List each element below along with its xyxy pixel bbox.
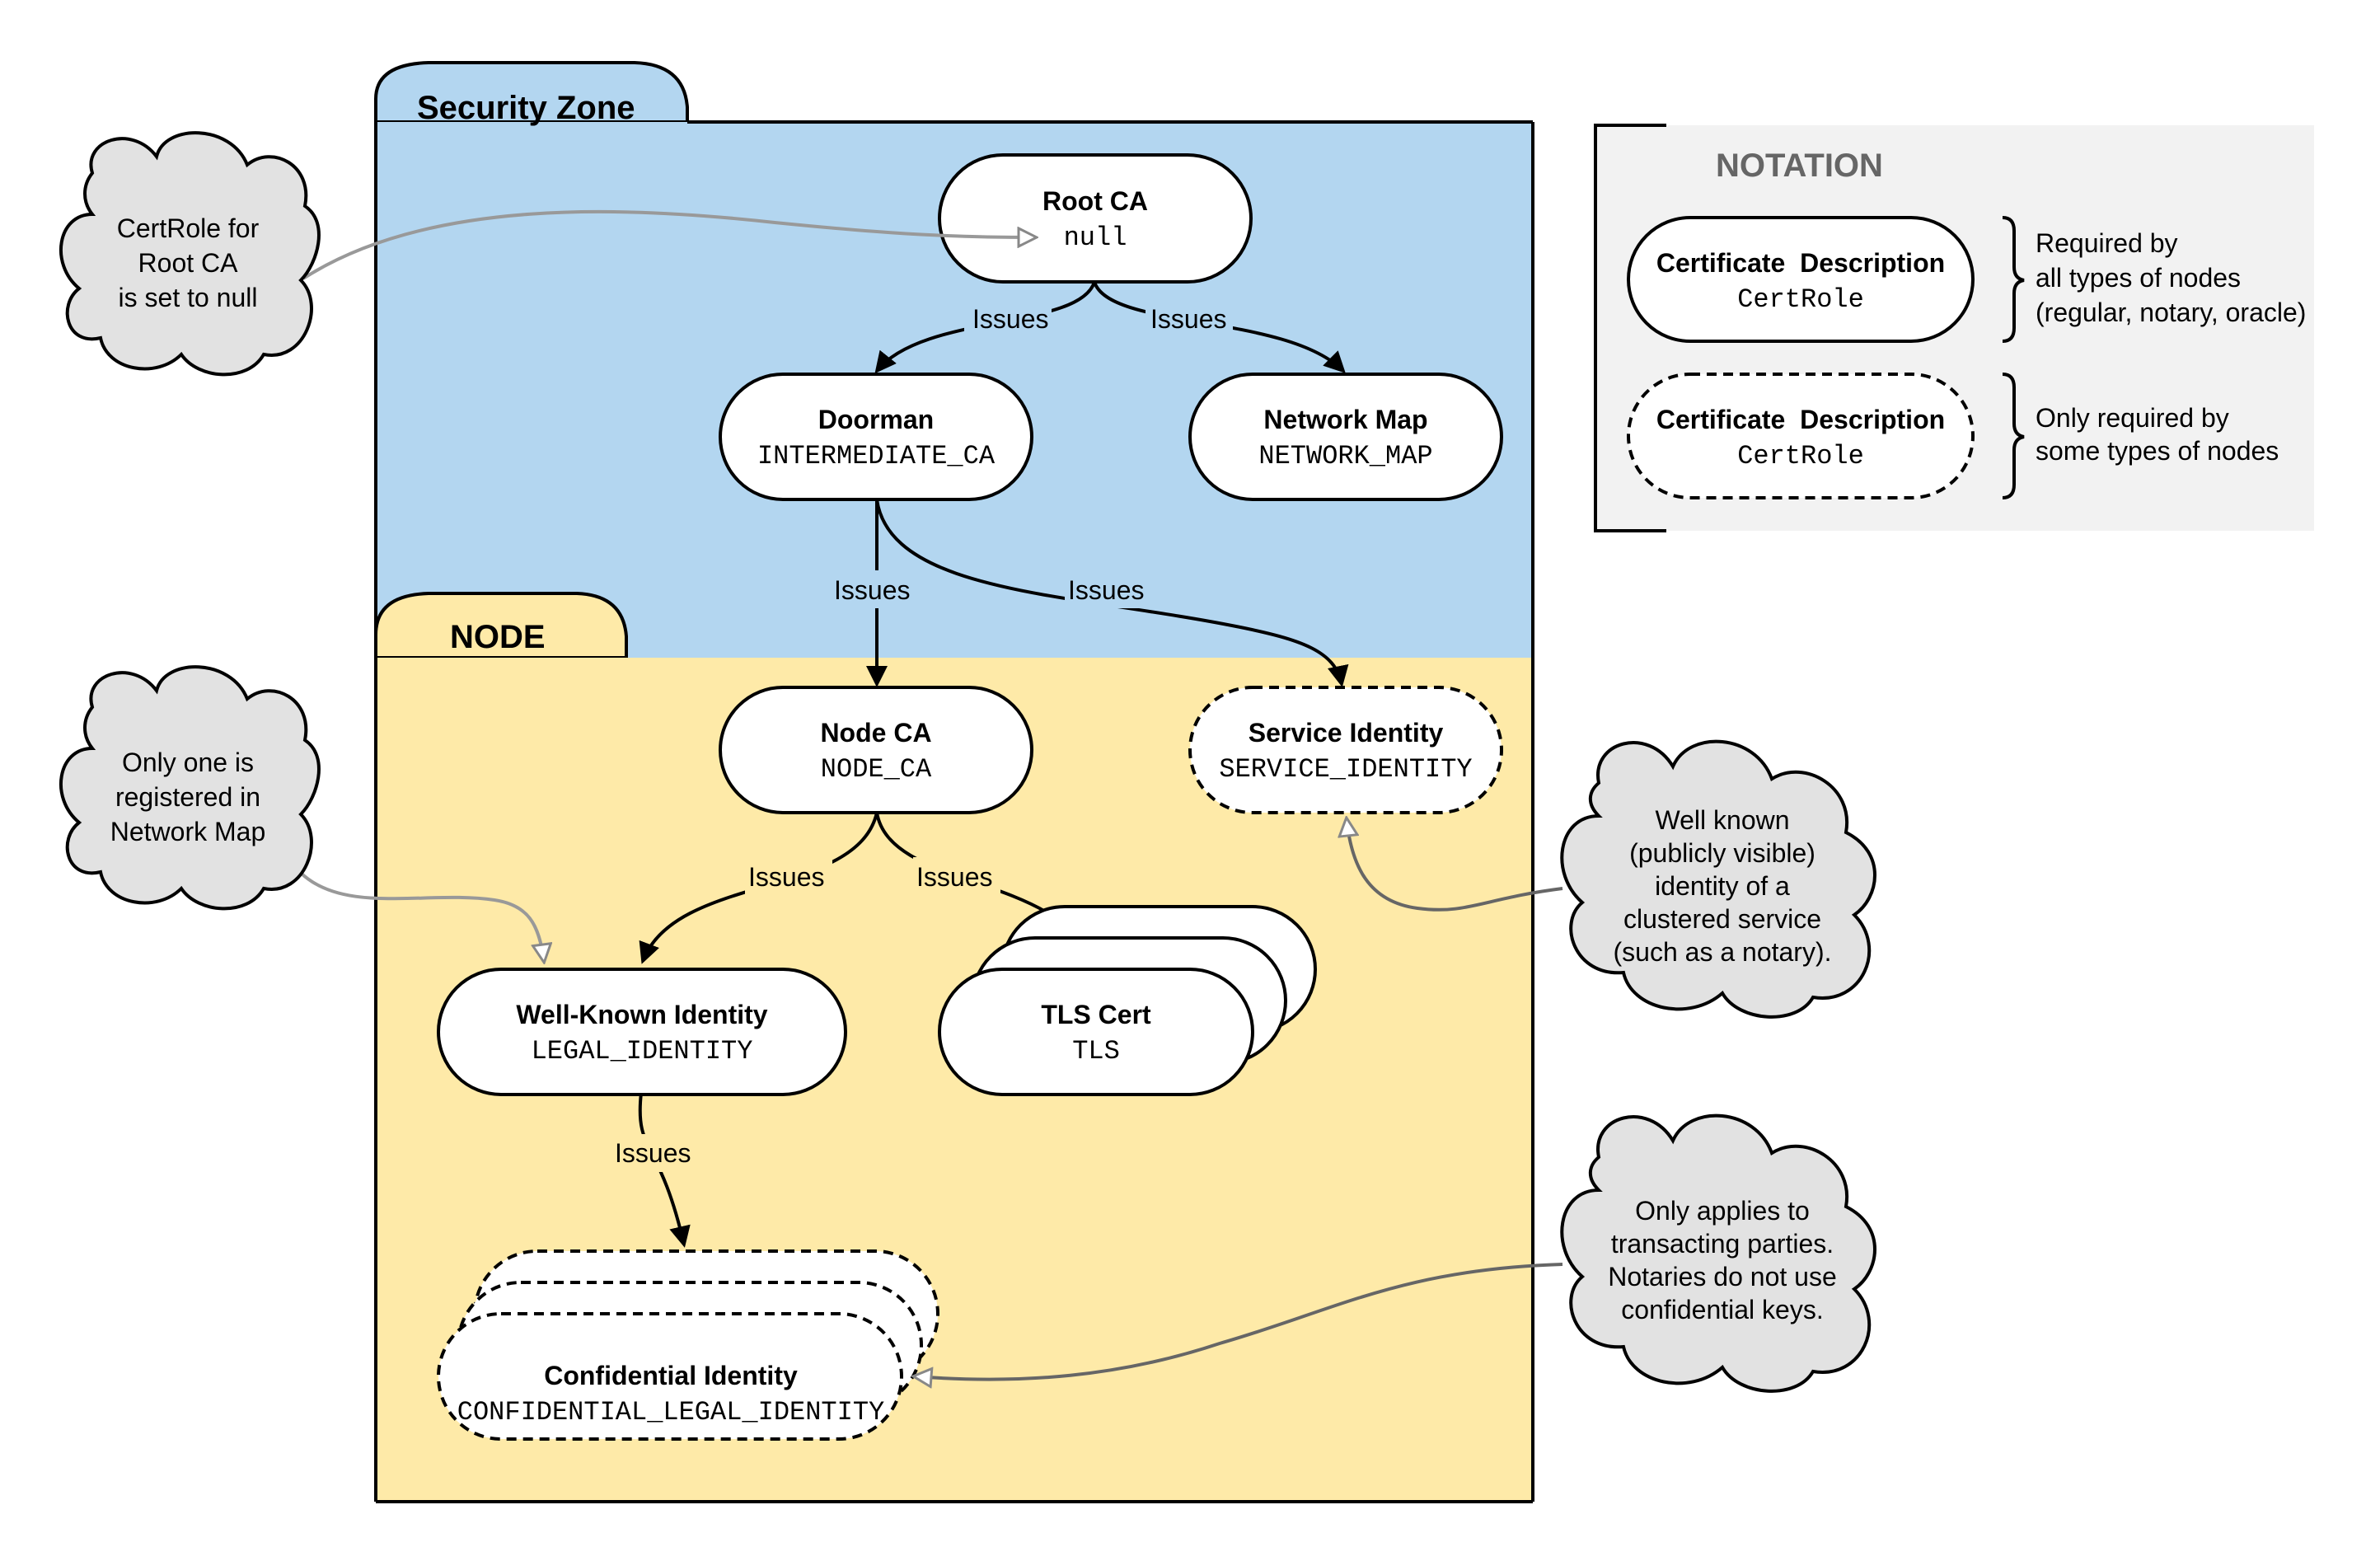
node-zone-title: NODE: [450, 619, 546, 655]
connector-netmap-note: [300, 872, 544, 961]
notation-solid-note-line2: all types of nodes: [2036, 263, 2241, 293]
cert-legal-identity-name: Well-Known Identity: [516, 1000, 767, 1029]
notation-solid-name: Certificate Description: [1656, 248, 1945, 278]
cert-legal-identity: Well-Known Identity LEGAL_IDENTITY: [437, 968, 847, 1096]
cloud-confidential-note: [1560, 1113, 1876, 1393]
edge-label-root-networkmap: Issues: [1150, 304, 1226, 334]
notation-title: NOTATION: [1716, 148, 1883, 184]
cert-legal-identity-role: LEGAL_IDENTITY: [532, 1036, 753, 1066]
security-zone: Security Zone: [374, 61, 1534, 658]
cloud-confidential-note-line3: Notaries do not use: [1608, 1262, 1837, 1292]
notation-solid-brace: [2002, 216, 2025, 343]
cert-confidential-identity-role: CONFIDENTIAL_LEGAL_IDENTITY: [457, 1397, 884, 1427]
notation-dashed-note-line2: some types of nodes: [2036, 436, 2279, 466]
cert-node-ca: Node CA NODE_CA: [719, 686, 1033, 814]
notation-dashed-note-line1: Only required by: [2036, 403, 2229, 433]
edge-label-root-doorman: Issues: [972, 304, 1048, 334]
cert-tls: TLS Cert TLS: [938, 905, 1317, 1096]
edge-label-nodeca-legal: Issues: [748, 862, 824, 892]
edge-label-nodeca-tls: Issues: [916, 862, 992, 892]
cloud-service-note-line4: clustered service: [1623, 904, 1821, 934]
cloud-shapes: [59, 131, 1876, 1393]
cert-root-ca: Root CA null: [938, 153, 1253, 284]
cert-doorman-name: Doorman: [818, 405, 934, 434]
cert-network-map-name: Network Map: [1263, 405, 1427, 434]
cert-network-map-role: NETWORK_MAP: [1258, 441, 1432, 471]
cert-service-identity: Service Identity SERVICE_IDENTITY: [1188, 686, 1503, 814]
cloud-netmap-note-line1: Only one is: [122, 748, 254, 777]
cert-service-identity-name: Service Identity: [1249, 718, 1444, 748]
security-zone-title: Security Zone: [417, 90, 635, 126]
cloud-netmap-note-line3: Network Map: [110, 817, 266, 846]
cloud-connectors: [300, 209, 1563, 1380]
security-zone-tab: [374, 61, 689, 124]
notation-dashed-role: CertRole: [1737, 441, 1864, 471]
notation-solid-note-line1: Required by: [2036, 228, 2178, 258]
cloud-netmap-note-line2: registered in: [115, 782, 260, 812]
cloud-service-note-line2: (publicly visible): [1629, 838, 1815, 868]
cert-root-ca-role: null: [1064, 223, 1127, 253]
cloud-confidential-note-line4: confidential keys.: [1621, 1295, 1823, 1324]
edge-label-doorman-service: Issues: [1068, 575, 1144, 605]
cert-node-ca-name: Node CA: [820, 718, 931, 748]
cert-service-identity-role: SERVICE_IDENTITY: [1219, 754, 1472, 785]
cert-network-map: Network Map NETWORK_MAP: [1188, 373, 1503, 501]
cloud-service-note-line5: (such as a notary).: [1614, 937, 1832, 967]
notation-dashed-brace: [2002, 373, 2025, 499]
notation-solid-sample: Certificate Description CertRole: [1627, 216, 1975, 343]
cloud-root-note-line3: is set to null: [119, 283, 258, 312]
notation-dashed-sample: Certificate Description CertRole: [1627, 373, 1975, 499]
cloud-service-note-line1: Well known: [1655, 805, 1789, 835]
cloud-service-note-line3: identity of a: [1655, 871, 1790, 901]
notation-dashed-name: Certificate Description: [1656, 405, 1945, 434]
edge-label-doorman-nodeca: Issues: [834, 575, 910, 605]
connector-service-note: [1347, 819, 1563, 912]
cert-tls-role: TLS: [1072, 1036, 1120, 1066]
cert-confidential-identity: Confidential Identity CONFIDENTIAL_LEGAL…: [437, 1249, 939, 1441]
cert-tls-name: TLS Cert: [1041, 1000, 1151, 1029]
edge-labels: Issues Issues Issues Issues Issues Issue…: [611, 297, 1233, 1172]
cert-root-ca-name: Root CA: [1042, 186, 1148, 216]
notation-bracket: [1594, 124, 1666, 532]
notation-solid-note-line3: (regular, notary, oracle): [2036, 298, 2306, 327]
connector-confidential-note: [915, 1263, 1563, 1380]
cloud-root-note-line1: CertRole for: [117, 213, 260, 243]
cloud-confidential-note-line2: transacting parties.: [1611, 1229, 1834, 1259]
cert-doorman-role: INTERMEDIATE_CA: [757, 441, 996, 471]
connector-root-note: [302, 209, 1035, 280]
cloud-netmap-note: [59, 665, 321, 911]
edge-doorman-service: [875, 499, 1349, 687]
notation-legend: NOTATION Certificate Description CertRol…: [1594, 124, 2314, 532]
cloud-texts: CertRole for Root CA is set to null Only…: [110, 213, 1837, 1324]
cert-doorman: Doorman INTERMEDIATE_CA: [719, 373, 1033, 501]
cloud-service-note: [1560, 739, 1876, 1019]
cloud-confidential-note-line1: Only applies to: [1635, 1196, 1810, 1226]
edge-label-legal-confidential: Issues: [615, 1138, 691, 1168]
node-zone-tab: [374, 592, 628, 659]
notation-solid-role: CertRole: [1737, 284, 1864, 315]
cloud-root-note: [59, 131, 321, 377]
cert-node-ca-role: NODE_CA: [821, 754, 932, 785]
cert-confidential-identity-name: Confidential Identity: [544, 1361, 798, 1390]
cloud-root-note-line2: Root CA: [138, 248, 239, 278]
